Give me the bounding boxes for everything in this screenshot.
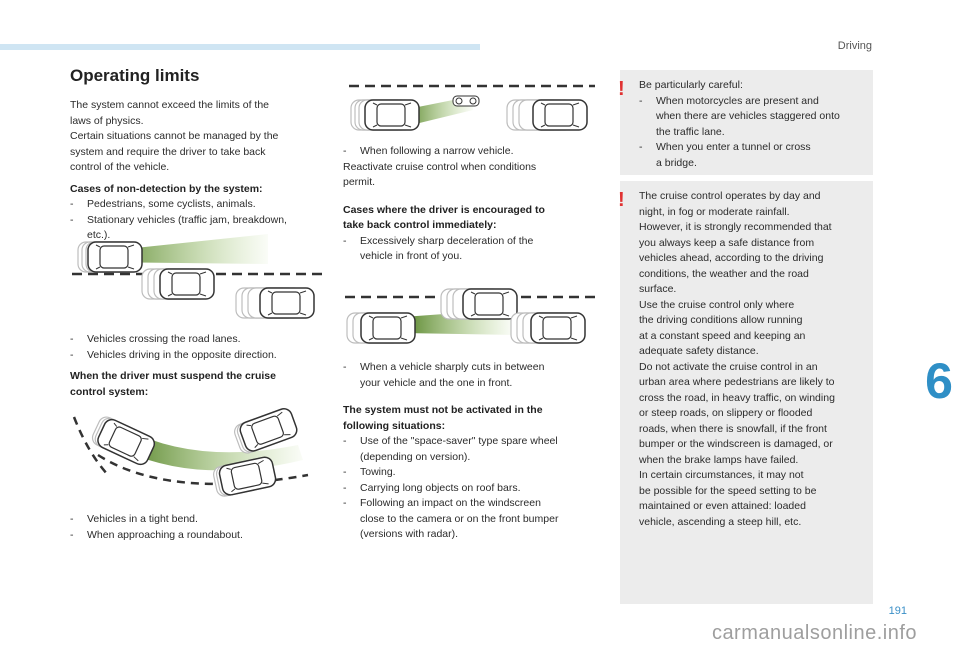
encouraged-heading-line: take back control immediately: [343, 219, 497, 231]
list-item: -Vehicles in a tight bend. [70, 513, 198, 525]
warning-box-motorcycles: ! Be particularly careful: -When motorcy… [618, 70, 873, 175]
watermark: carmanualsonline.info [711, 622, 917, 644]
list-item: -Carrying long objects on roof bars. [343, 481, 521, 494]
motorcycle-icon [452, 95, 480, 107]
encouraged-heading-line: Cases where the driver is encouraged to [343, 203, 545, 216]
nondetection-heading: Cases of non-detection by the system: [70, 182, 263, 195]
list-item: -When approaching a roundabout. [70, 528, 243, 541]
intro-line: Certain situations cannot be managed by … [70, 130, 279, 142]
list-item: -Vehicles crossing the road lanes. [70, 333, 241, 345]
nondetection-list-2: -Vehicles crossing the road lanes. -Vehi… [70, 332, 330, 400]
list-item: -Towing. [343, 466, 396, 478]
list-item: -Vehicles driving in the opposite direct… [70, 348, 277, 361]
notactivated-heading-line: following situations: [343, 419, 446, 432]
notactivated-heading-line: The system must not be activated in the [343, 404, 543, 416]
warning-text: Be particularly careful: -When motorcycl… [639, 78, 867, 171]
intro-line: system and require the driver to take ba… [70, 145, 266, 158]
warning-text: The cruise control operates by day and n… [639, 190, 835, 528]
column-left: Operating limits The system cannot excee… [70, 64, 330, 244]
page-number: 191 [888, 605, 907, 617]
tight-bend-illustration [72, 405, 309, 499]
header-accent-bar [0, 44, 480, 50]
list-item: -When following a narrow vehicle. [343, 145, 514, 157]
warning-icon: ! [618, 189, 625, 211]
page-title: Operating limits [70, 66, 200, 85]
reactivate-line: permit. [343, 176, 376, 188]
reactivate-line: Reactivate cruise control when condition… [343, 160, 537, 173]
intro-line: laws of physics. [70, 114, 144, 127]
list-item: -Stationary vehicles (traffic jam, break… [70, 213, 287, 242]
chapter-tab: 6 [918, 337, 960, 425]
intro-line: The system cannot exceed the limits of t… [70, 99, 270, 111]
section-title: Driving [837, 40, 872, 52]
suspend-list: -Vehicles in a tight bend. -When approac… [70, 512, 330, 543]
stationary-vehicles-illustration [72, 234, 322, 319]
chapter-number: 6 [925, 353, 953, 409]
narrow-vehicle-illustration [349, 84, 595, 131]
intro-line: control of the vehicle. [70, 161, 170, 173]
warning-icon: ! [618, 78, 625, 100]
cut-in-illustration [345, 288, 595, 344]
list-item: -Pedestrians, some cyclists, animals. [70, 198, 256, 210]
suspend-heading-line: control system: [70, 385, 149, 398]
warning-box-conditions: ! The cruise control operates by day and… [618, 181, 873, 604]
suspend-heading-line: When the driver must suspend the cruise [70, 370, 276, 382]
narrow-text: -When following a narrow vehicle. Reacti… [343, 144, 603, 265]
list-item: -Use of the "space-saver" type spare whe… [343, 435, 558, 463]
